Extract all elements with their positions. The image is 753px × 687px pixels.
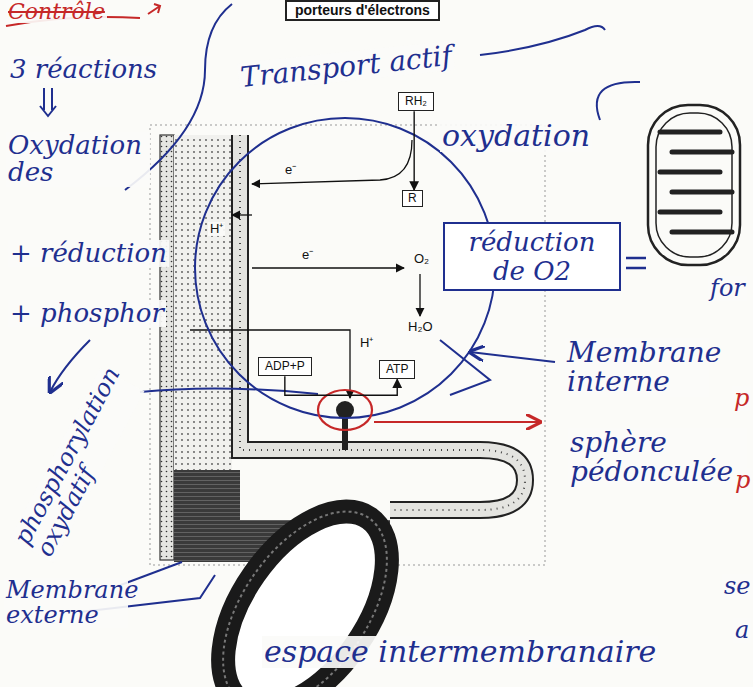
heading-box: porteurs d'électrons: [285, 0, 440, 21]
proton-label: H⁺: [358, 336, 375, 350]
electron-label: e⁻: [300, 248, 315, 262]
box-text: ADP+P: [265, 360, 305, 373]
oxygen-label: O₂: [412, 252, 431, 266]
product-box: R: [402, 190, 423, 207]
annotation: Oxydation des: [6, 132, 150, 187]
annotation: 3 réactions: [8, 56, 159, 83]
annotation-box: réduction de O2: [443, 222, 621, 291]
substrate-box: RH₂: [398, 92, 434, 111]
annotation: se: [722, 574, 753, 599]
substrate-box: ADP+P: [258, 357, 312, 376]
part-name: Membrane interne: [565, 338, 709, 397]
annotation: a: [733, 618, 751, 643]
annotation: + phosphor: [8, 300, 166, 327]
annotation: phosphorylation oxydatif: [9, 368, 145, 563]
box-text: porteurs d'électrons: [295, 3, 430, 18]
water-label: H₂O: [406, 320, 435, 334]
part-name: Membrane externe: [4, 578, 128, 628]
product-box: ATP: [379, 360, 415, 379]
crossed-note: Contrôle: [6, 0, 107, 23]
box-text: réduction de O2: [451, 228, 613, 285]
annotation: p: [733, 468, 752, 493]
part-name: sphère pédonculée: [568, 428, 747, 487]
annotation: for: [708, 276, 747, 301]
annotation: oxydation: [440, 120, 592, 152]
box-text: ATP: [386, 363, 408, 376]
annotation: Transport actif: [237, 41, 455, 93]
annotation: + réduction: [8, 240, 169, 267]
reaction-arrow: [413, 111, 414, 190]
electron-label: e⁻: [283, 163, 298, 177]
box-text: R: [408, 192, 417, 205]
part-name: espace intermembranaire: [262, 636, 658, 668]
annotation: p: [732, 386, 751, 411]
box-text: RH₂: [405, 95, 427, 108]
proton-label: H⁺: [208, 222, 225, 236]
